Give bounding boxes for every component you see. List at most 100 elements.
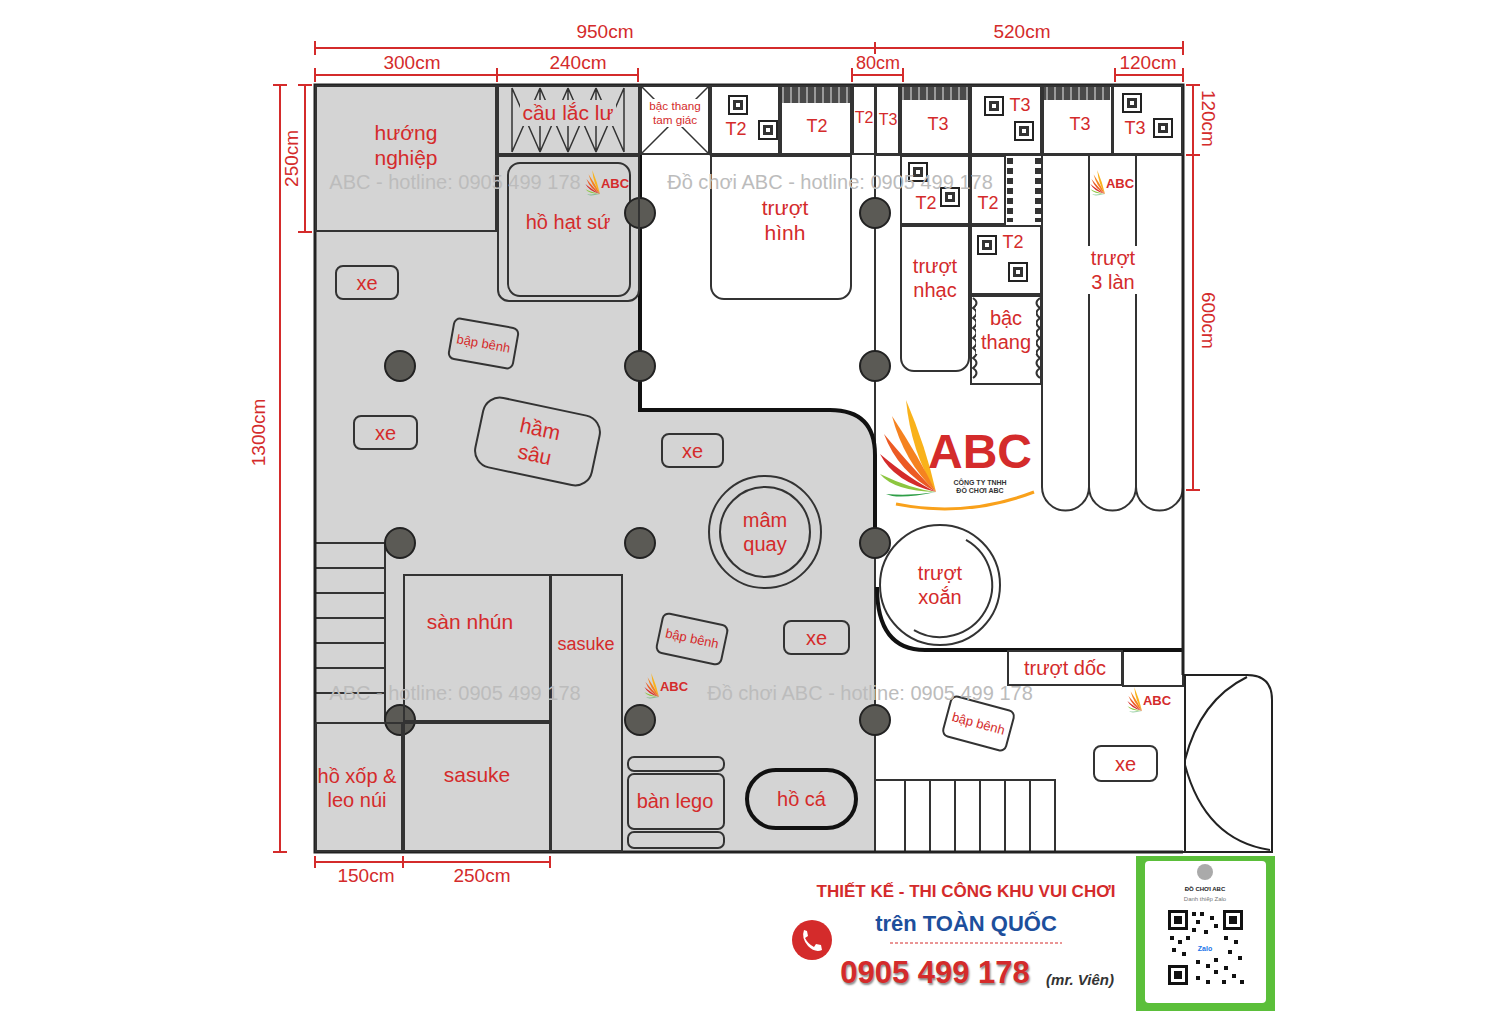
node-label: T2 (915, 193, 936, 215)
watermark: Đồ chơi ABC - hotline: 0905 499 178 (667, 172, 993, 192)
tile-symbol (1154, 119, 1172, 137)
dimension-lines (273, 41, 1200, 868)
dimension-line (1186, 85, 1200, 490)
qr-finder (1171, 913, 1185, 927)
node-label: bập bênh (950, 709, 1006, 738)
seesaw: bập bênh (447, 317, 520, 371)
node-label: sàn nhún (427, 609, 513, 634)
qr-modules (1170, 912, 1244, 984)
dimension-label: 120cm (1119, 52, 1176, 75)
node-outline (709, 476, 821, 588)
logo-subtitle: CÔNG TY TNHH ĐỒ CHƠI ABC (950, 479, 1010, 495)
lego-piece (628, 757, 724, 771)
zalo-avatar (1197, 864, 1213, 880)
tile-level: T3 (1042, 85, 1113, 155)
tile-level: T3 (900, 85, 970, 155)
node-label: T2 (806, 116, 827, 138)
ninja-course: sasuke (403, 722, 551, 852)
node-outline (880, 525, 1000, 645)
grey-floor (315, 85, 875, 852)
lego-piece (628, 774, 724, 829)
thick-wall (640, 155, 1183, 650)
phone-icon (792, 920, 832, 960)
node-label: T2 (855, 108, 874, 127)
dimension-label: 120cm (1197, 89, 1220, 146)
tile-level: T3 (1112, 85, 1183, 155)
triangle-ladder: bậc thang tam giác (640, 85, 710, 155)
tile-symbol (729, 96, 747, 114)
zalo-card (1136, 856, 1275, 1011)
dimension-label: 950cm (576, 21, 633, 44)
dimension-label: 600cm (1197, 291, 1220, 348)
dimension-line (273, 85, 287, 852)
qr-finder (1229, 916, 1237, 924)
node-label: T2 (725, 119, 746, 141)
pillar (385, 528, 415, 558)
dimension-line (315, 41, 1183, 55)
ride-on-car: xe (353, 415, 418, 450)
ride-on-car: xe (335, 265, 399, 300)
node-label: bậc thang (976, 306, 1036, 354)
node-label: hướng nghiệp (351, 120, 461, 170)
zalo-badge: Zalo (1196, 944, 1214, 953)
door (1183, 675, 1272, 852)
logo-mark: ABC (1106, 177, 1134, 190)
node-label: mâm quay (730, 508, 800, 556)
qr-finder (1226, 913, 1240, 927)
node-label: T2 (977, 193, 998, 215)
music-slide: trượt nhạc (900, 225, 970, 372)
node-label: xe (682, 439, 703, 463)
stairs (876, 780, 1055, 852)
logo-mark: ABC (660, 680, 688, 693)
logo-wing (644, 673, 659, 698)
slogan: THIẾT KẾ - THI CÔNG KHU VUI CHƠI (817, 882, 1116, 902)
dimension-label: 240cm (549, 52, 606, 75)
dimension-label: 1300cm (249, 398, 272, 466)
zalo-caption: Danh thiếp Zalo (1184, 896, 1226, 902)
node-label: bập bênh (664, 626, 720, 653)
pillar (860, 528, 890, 558)
thin-wall (875, 85, 1183, 852)
dimension-label: 80cm (856, 53, 900, 75)
logo-mark: ABC (928, 428, 1032, 476)
dimension-label: 150cm (337, 865, 394, 888)
lego-table: bàn lego (626, 755, 724, 852)
tile-level: T2 (780, 85, 852, 155)
turntable: mâm quay (707, 474, 823, 590)
tile-symbol (985, 97, 1003, 115)
dimension-label: 250cm (282, 129, 305, 186)
node-label: trượt 3 làn (1086, 246, 1140, 294)
tile-symbol (1123, 94, 1141, 112)
ninja-course: sasuke (550, 574, 623, 852)
tile-symbol (1009, 263, 1027, 281)
spiral-slide: trượt xoắn (878, 523, 1002, 647)
zalo-name: ĐỒ CHƠI ABC (1185, 886, 1226, 892)
tile-symbol (978, 236, 996, 254)
watermark: ABC - hotline: 0905 499 178 (329, 172, 580, 192)
qr-code (1168, 910, 1244, 985)
node-label: sasuke (557, 634, 614, 656)
dark-band (1044, 86, 1110, 100)
contact-name: (mr. Viên) (1046, 971, 1114, 989)
lego-piece (628, 832, 724, 848)
node-label: sasuke (444, 762, 511, 787)
phone-handset (803, 930, 822, 951)
qr-finder (1174, 916, 1182, 924)
logo-wing (1127, 687, 1142, 712)
node-label: xe (375, 421, 396, 445)
pillar (385, 705, 415, 735)
qr-finder (1168, 910, 1188, 930)
dimension-label: 520cm (993, 21, 1050, 44)
node-label: T3 (1124, 118, 1145, 140)
slope-slide: trượt dốc (1007, 650, 1123, 686)
node-label: T3 (879, 110, 898, 129)
watermark: Đồ chơi ABC - hotline: 0905 499 178 (707, 683, 1033, 703)
node-label: bậc thang tam giác (642, 99, 708, 127)
pillar (860, 351, 890, 381)
node-label: xe (806, 626, 827, 650)
pillar (860, 705, 890, 735)
slogan: trên TOÀN QUỐC (875, 911, 1057, 937)
qr-finder (1171, 968, 1185, 982)
